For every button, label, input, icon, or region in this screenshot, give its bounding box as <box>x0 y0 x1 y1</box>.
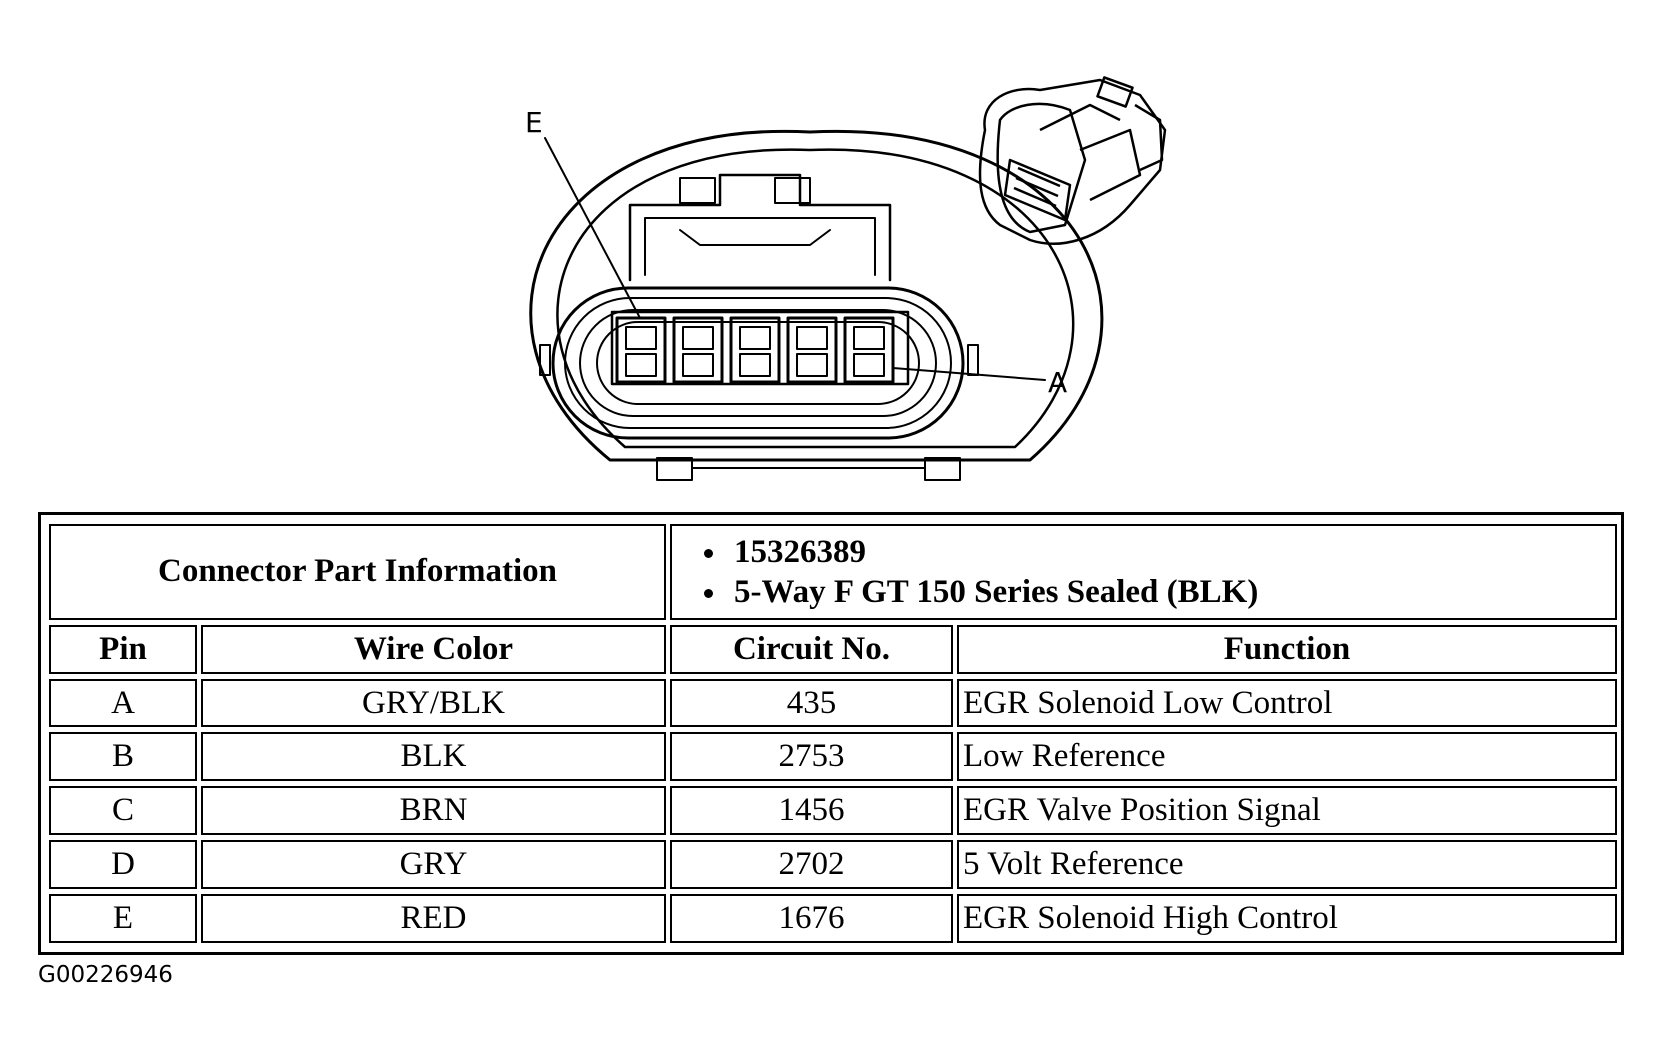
connector-latch <box>628 173 892 282</box>
column-header-wire-color: Wire Color <box>201 624 666 674</box>
column-header-row: Pin Wire Color Circuit No. Function <box>49 624 1618 674</box>
pin-cell: D <box>49 840 197 890</box>
circuit-cell: 2702 <box>670 840 953 890</box>
terminal-c <box>729 316 781 384</box>
connector-housing-outer <box>529 129 1104 462</box>
connector-isometric-view <box>978 76 1167 245</box>
connector-housing-inner <box>556 148 1075 449</box>
function-cell: 5 Volt Reference <box>957 840 1618 890</box>
terminal-block <box>610 310 910 386</box>
connector-info-label: Connector Part Information <box>49 524 666 620</box>
wire-color-cell: BLK <box>201 732 666 782</box>
table-row: C BRN 1456 EGR Valve Position Signal <box>49 786 1618 836</box>
terminal-e <box>615 316 667 384</box>
column-header-circuit: Circuit No. <box>670 624 953 674</box>
callout-leader-e <box>544 137 641 319</box>
terminal-d <box>672 316 724 384</box>
callout-leader-a <box>892 367 1046 381</box>
table-row: A GRY/BLK 435 EGR Solenoid Low Control <box>49 678 1618 728</box>
callout-label-a: A <box>1048 366 1067 399</box>
function-cell: EGR Solenoid Low Control <box>957 678 1618 728</box>
terminal-b <box>786 316 838 384</box>
pinout-table: Connector Part Information 15326389 5-Wa… <box>45 519 1621 948</box>
callout-label-e: E <box>525 106 543 139</box>
wire-color-cell: RED <box>201 894 666 943</box>
table-row: E RED 1676 EGR Solenoid High Control <box>49 894 1618 943</box>
terminal-a <box>843 316 895 384</box>
circuit-cell: 1676 <box>670 894 953 943</box>
column-header-function: Function <box>957 624 1618 674</box>
figure-id: G00226946 <box>38 962 173 988</box>
circuit-cell: 435 <box>670 678 953 728</box>
wire-color-cell: BRN <box>201 786 666 836</box>
connector-face-diagram: E A <box>525 76 1167 481</box>
pin-cell: E <box>49 894 197 943</box>
pin-cell: C <box>49 786 197 836</box>
table-row: D GRY 2702 5 Volt Reference <box>49 840 1618 890</box>
connector-info-row: Connector Part Information 15326389 5-Wa… <box>49 524 1618 620</box>
connector-part-number: 15326389 <box>703 532 1615 572</box>
wire-color-cell: GRY/BLK <box>201 678 666 728</box>
pin-cell: B <box>49 732 197 782</box>
column-header-pin: Pin <box>49 624 197 674</box>
function-cell: EGR Solenoid High Control <box>957 894 1618 943</box>
function-cell: EGR Valve Position Signal <box>957 786 1618 836</box>
table-row: B BLK 2753 Low Reference <box>49 732 1618 782</box>
connector-info-list: 15326389 5-Way F GT 150 Series Sealed (B… <box>670 524 1618 620</box>
connector-description: 5-Way F GT 150 Series Sealed (BLK) <box>703 572 1615 612</box>
wire-color-cell: GRY <box>201 840 666 890</box>
pinout-table-frame: Connector Part Information 15326389 5-Wa… <box>38 512 1624 955</box>
function-cell: Low Reference <box>957 732 1618 782</box>
pin-cell: A <box>49 678 197 728</box>
circuit-cell: 2753 <box>670 732 953 782</box>
pin-cavity-ring-outer <box>551 286 965 440</box>
circuit-cell: 1456 <box>670 786 953 836</box>
